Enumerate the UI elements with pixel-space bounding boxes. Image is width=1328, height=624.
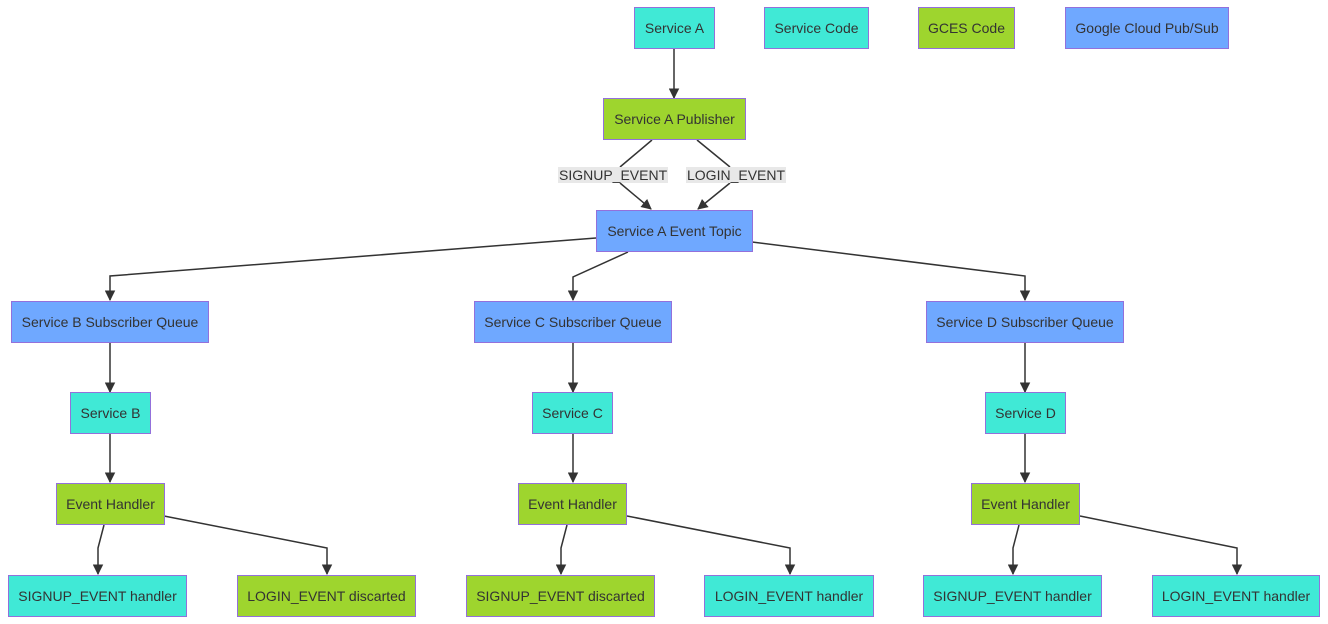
edge-topic-to-queue-b [104,237,597,302]
node-service-b-subscriber-queue: Service B Subscriber Queue [11,301,209,343]
node-service-a-event-topic: Service A Event Topic [596,210,753,252]
legend-service-code: Service Code [764,7,869,49]
node-event-handler-d: Event Handler [971,483,1080,525]
legend-google-cloud-pubsub: Google Cloud Pub/Sub [1065,7,1229,49]
edge-topic-to-queue-c [567,251,629,302]
node-service-d: Service D [985,392,1066,434]
edge-handler-c-to-login [626,515,796,576]
node-service-a: Service A [634,7,715,49]
node-b-signup-event-handler: SIGNUP_EVENT handler [8,575,187,617]
node-c-login-event-handler: LOGIN_EVENT handler [704,575,874,617]
edge-label-login-event: LOGIN_EVENT [686,167,787,183]
edge-handler-d-to-signup [1007,524,1020,576]
node-d-login-event-handler: LOGIN_EVENT handler [1152,575,1320,617]
node-c-signup-event-discarted: SIGNUP_EVENT discarted [466,575,655,617]
edge-label-signup-event: SIGNUP_EVENT [558,167,669,183]
edge-topic-to-queue-d [751,241,1031,302]
node-event-handler-b: Event Handler [56,483,165,525]
edge-publisher-to-topic-login [697,139,731,209]
legend-gces-code: GCES Code [918,7,1015,49]
node-service-b: Service B [70,392,151,434]
edge-handler-b-to-login [163,515,333,576]
node-service-c-subscriber-queue: Service C Subscriber Queue [474,301,672,343]
edge-handler-d-to-login [1079,515,1243,576]
edge-publisher-to-topic-signup [619,139,652,209]
edge-handler-b-to-signup [92,524,105,576]
node-service-c: Service C [532,392,613,434]
node-d-signup-event-handler: SIGNUP_EVENT handler [923,575,1102,617]
node-event-handler-c: Event Handler [518,483,627,525]
node-b-login-event-discarted: LOGIN_EVENT discarted [237,575,416,617]
node-service-a-publisher: Service A Publisher [603,98,746,140]
edge-handler-c-to-signup [555,524,568,576]
node-service-d-subscriber-queue: Service D Subscriber Queue [926,301,1124,343]
